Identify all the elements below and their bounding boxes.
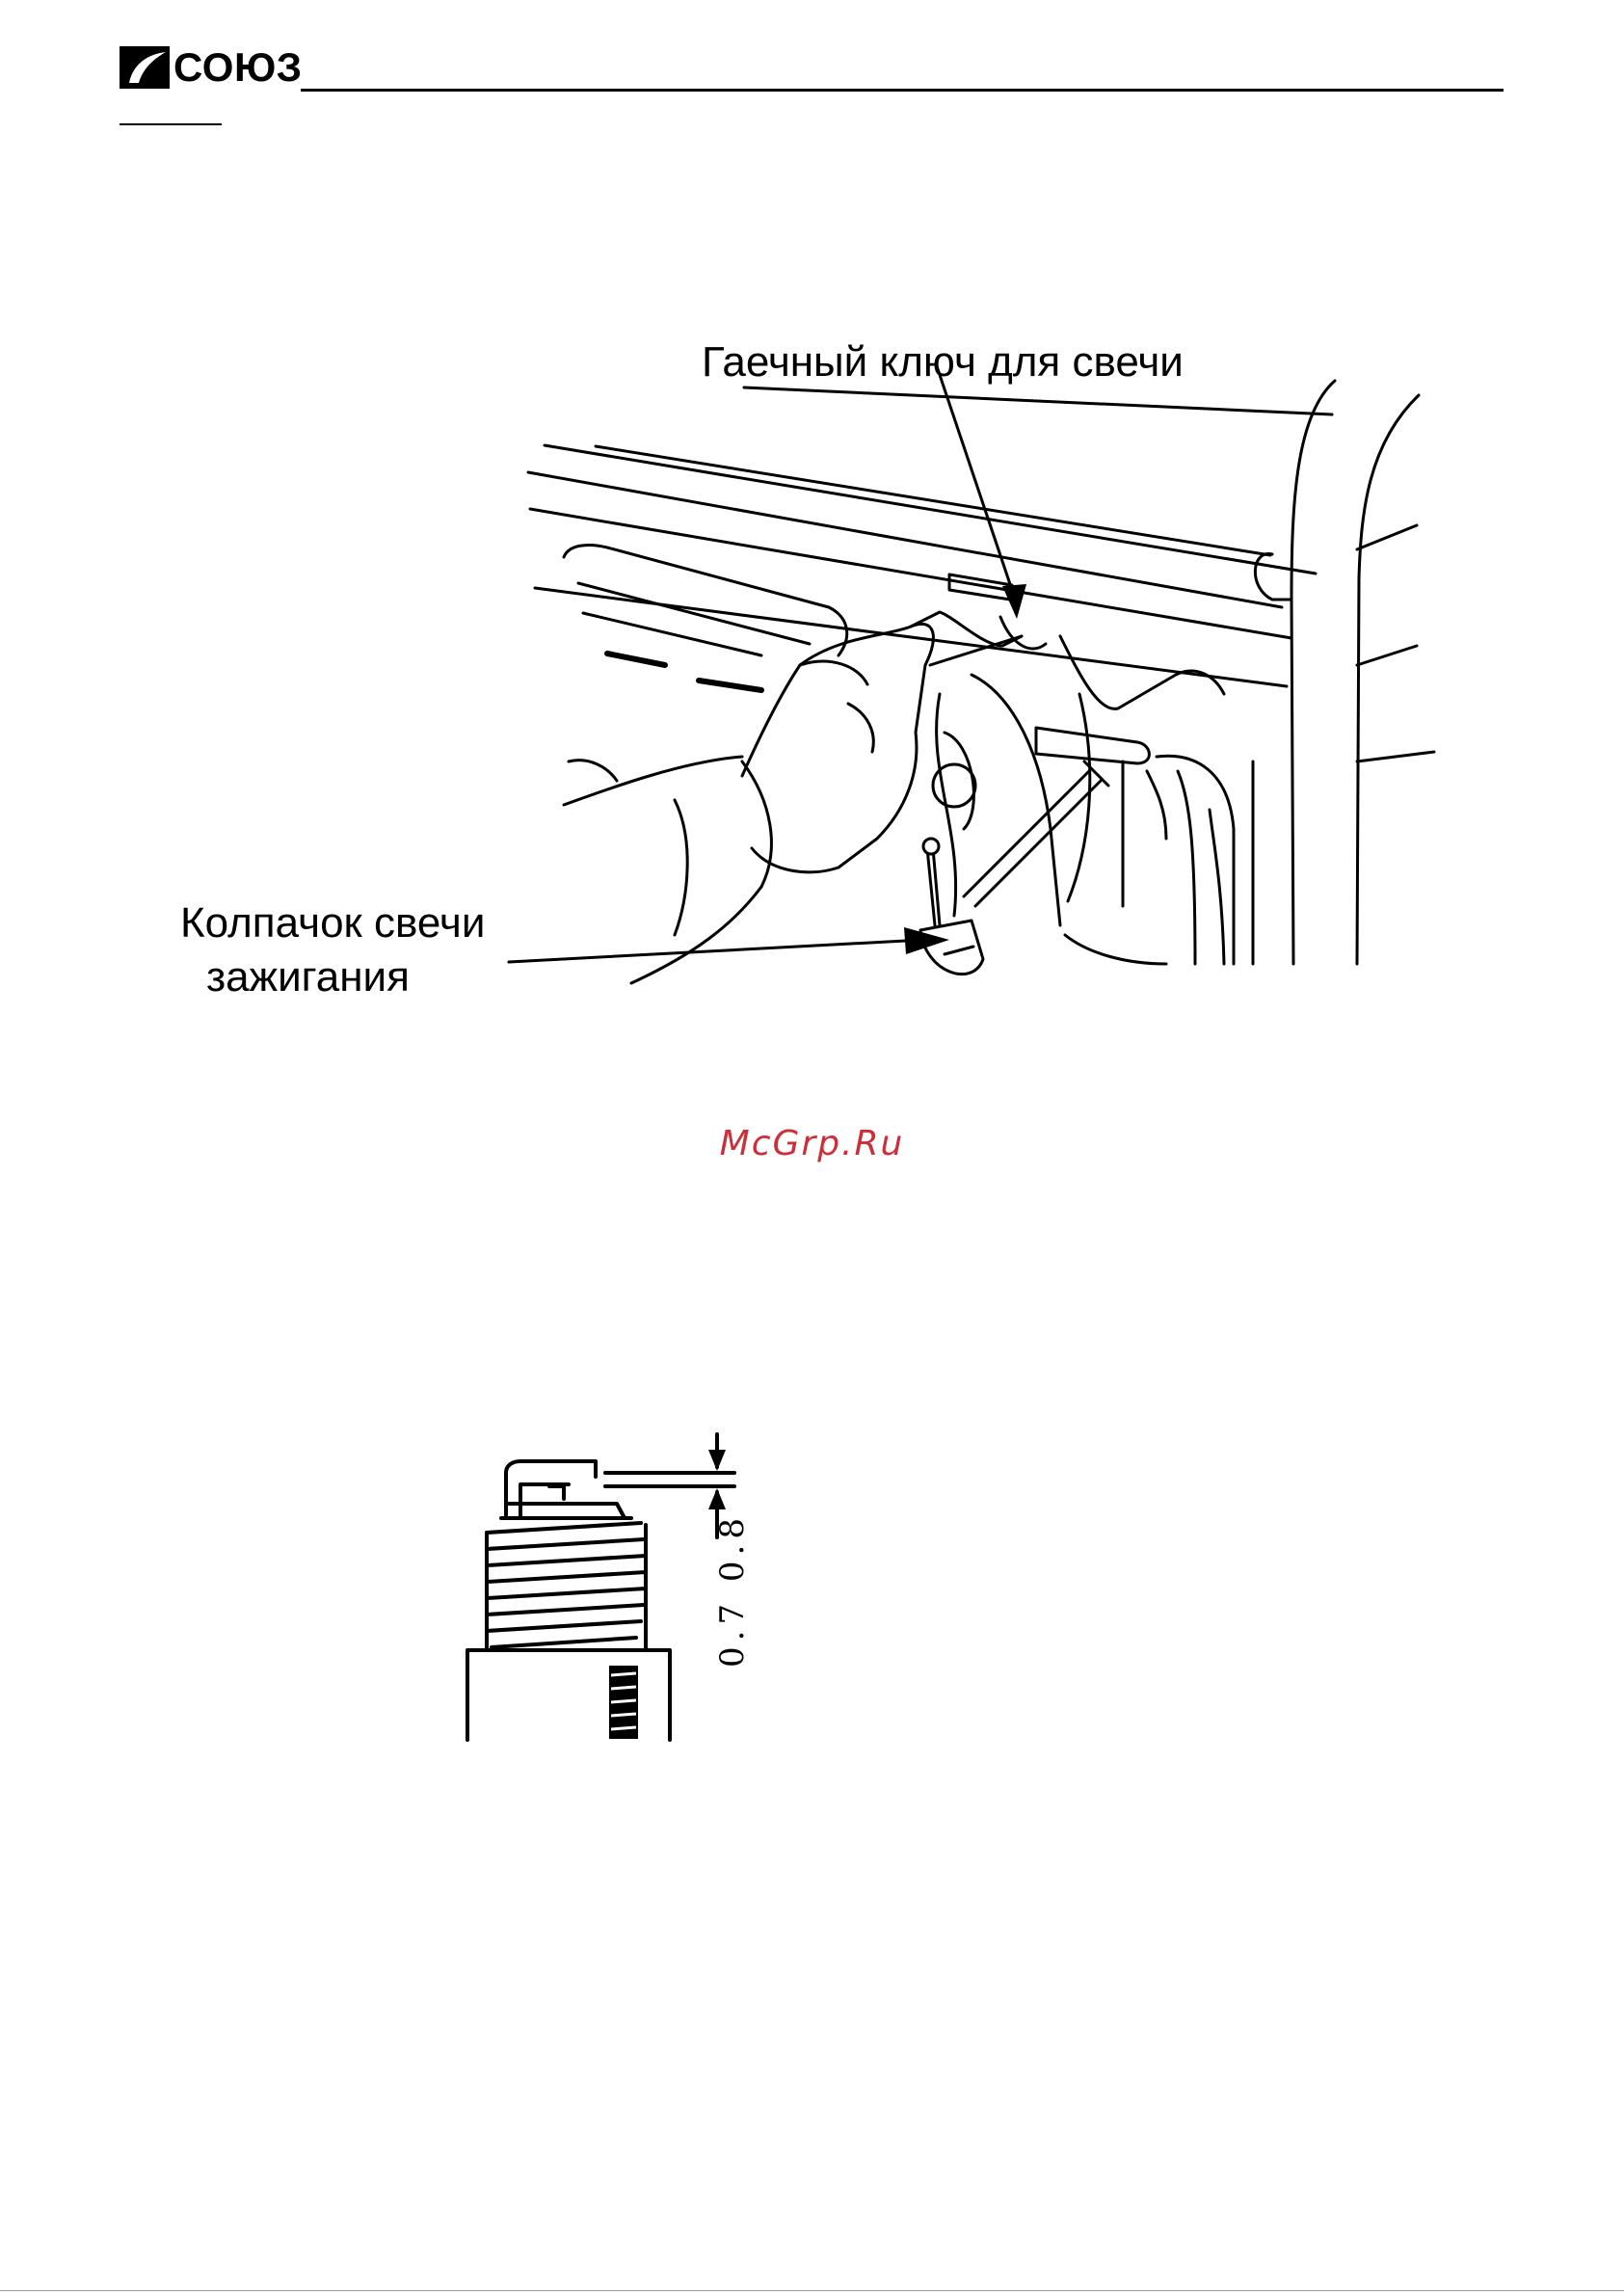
page-header: СОЮЗ (120, 42, 1504, 129)
footer-rule (0, 2290, 1624, 2291)
header-underline (120, 123, 222, 125)
plug-cap-label-line2: зажигания (206, 952, 410, 1002)
electrode-gap-label: 0.7 0.8 (713, 1512, 752, 1668)
watermark: McGrp.Ru (0, 1124, 1624, 1163)
plug-cap-label-line1: Колпачок свечи (180, 898, 485, 948)
soyuz-logo-icon (120, 46, 170, 89)
brand-name: СОЮЗ (173, 42, 303, 93)
header-rule (301, 89, 1504, 92)
spark-plug-gap-diagram (453, 1417, 742, 1745)
wrench-label: Гаечный ключ для свечи (702, 337, 1184, 387)
